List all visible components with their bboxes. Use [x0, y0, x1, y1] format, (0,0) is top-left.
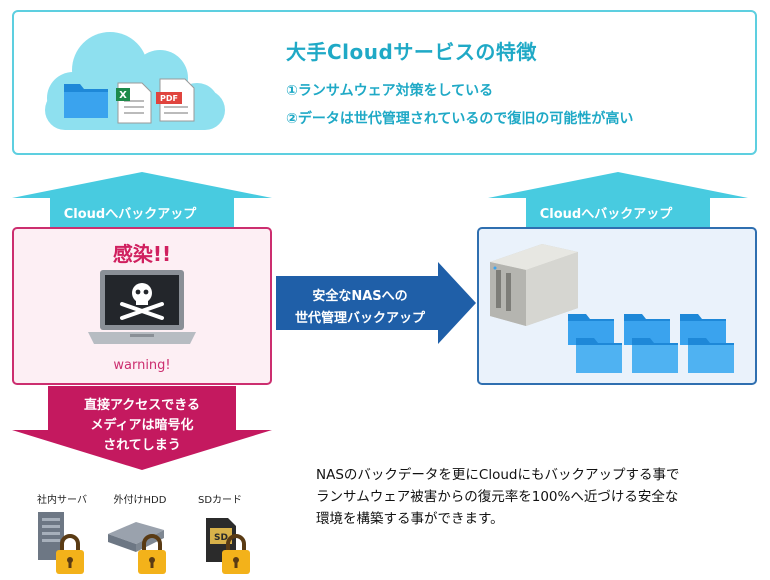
- backup-arrow-line-2: 世代管理バックアップ: [294, 311, 425, 326]
- infected-laptop-icon: [88, 270, 196, 344]
- up-arrow-left-label: Cloudへバックアップ: [63, 207, 197, 222]
- up-arrow-right-label: Cloudへバックアップ: [539, 207, 673, 222]
- lock-icon: [56, 534, 84, 574]
- feature-2: ②データは世代管理されているので復旧の可能性が高い: [286, 111, 634, 127]
- down-arrow-line-2: メディアは暗号化: [90, 418, 194, 433]
- lock-icon: [222, 534, 250, 574]
- up-arrow-right: [488, 172, 748, 227]
- down-arrow-line-3: されてしまう: [103, 438, 181, 453]
- lock-icon: [138, 534, 166, 574]
- feature-1: ①ランサムウェア対策をしている: [286, 83, 494, 99]
- server-icon: [38, 512, 84, 574]
- summary-line-3: 環境を構築する事ができます。: [316, 511, 504, 527]
- down-arrow-text: 直接アクセスできる メディアは暗号化 されてしまう: [30, 396, 254, 456]
- pdf-file-icon: PDF: [156, 78, 195, 122]
- sd-card-icon: SD: [206, 518, 250, 574]
- down-arrow-line-1: 直接アクセスできる: [83, 398, 201, 413]
- warning-text: warning!: [113, 358, 171, 373]
- summary-text: NASのバックデータを更にCloudにもバックアップする事で ランサムウェア被害…: [316, 464, 679, 530]
- hdd-icon: [108, 522, 166, 574]
- skull-icon: [120, 283, 164, 320]
- up-arrow-left: [12, 172, 272, 227]
- excel-file-icon: X: [116, 82, 152, 124]
- summary-line-1: NASのバックデータを更にCloudにもバックアップする事で: [316, 467, 680, 483]
- backup-arrow: [276, 262, 476, 344]
- down-arrow: [12, 386, 272, 470]
- cloud-title: 大手Cloudサービスの特徴: [286, 40, 537, 64]
- summary-line-2: ランサムウェア被害からの復元率を100%へ近づける安全な: [316, 489, 679, 505]
- media-label-hdd: 外付けHDD: [113, 495, 167, 506]
- backup-arrow-line-1: 安全なNASへの: [312, 289, 408, 304]
- media-label-sd: SDカード: [197, 495, 243, 506]
- folder-icon: [64, 84, 108, 118]
- nas-device-icon: [490, 244, 578, 326]
- folders-icon: [568, 314, 734, 373]
- sd-card-text: SD: [214, 533, 228, 543]
- media-label-server: 社内サーバ: [37, 495, 87, 506]
- excel-badge: X: [119, 90, 127, 101]
- pdf-badge: PDF: [160, 94, 178, 103]
- infected-title: 感染!!: [112, 242, 172, 266]
